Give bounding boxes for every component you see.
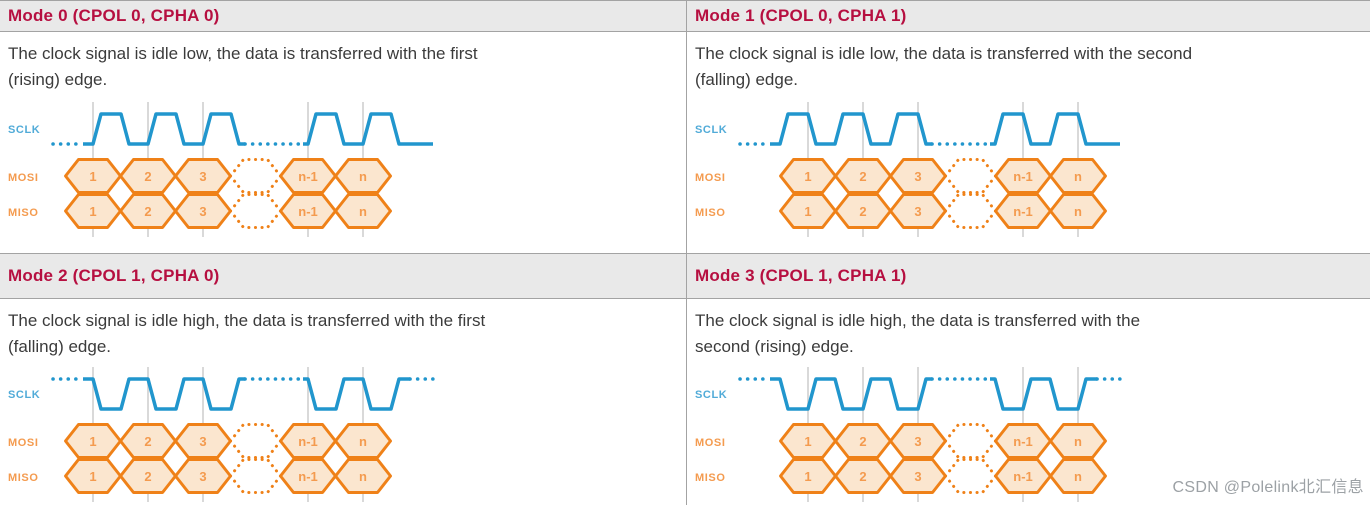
data-frame-label: 2 [859,169,866,184]
mode-3-timing-diagram: 1 2 3 n-1 n 1 2 3 n-1 n SCLK MOSI MISO [687,365,1127,505]
mode-3-cell: Mode 3 (CPOL 1, CPHA 1) The clock signal… [686,253,1370,505]
mosi-label: MOSI [8,437,39,449]
data-frame-label: 1 [804,469,811,484]
data-frame-label: n-1 [1013,469,1033,484]
data-frame-label: 1 [804,434,811,449]
data-frame-label: n-1 [298,469,318,484]
mode-1-header: Mode 1 (CPOL 0, CPHA 1) [687,0,1370,32]
sclk-waveform [990,377,1097,411]
data-frame-label: n-1 [1013,169,1033,184]
sclk-waveform [303,377,410,411]
data-frame-hexagon [1049,193,1107,229]
data-frame-label: n [1074,469,1082,484]
miso-label: MISO [695,472,726,484]
data-frame-break-hexagon [944,458,997,494]
sclk-label: SCLK [8,389,40,401]
data-frame-label: 1 [804,204,811,219]
data-frame-break-hexagon [944,158,997,194]
data-frame-label: 3 [914,204,921,219]
mode-0-timing-diagram: 1 2 3 n-1 n 1 2 3 n-1 n SCLK MOSI MISO [0,100,440,250]
mode-3-header: Mode 3 (CPOL 1, CPHA 1) [687,253,1370,299]
data-frame-label: n [1074,434,1082,449]
data-frame-label: 2 [144,434,151,449]
mosi-label: MOSI [695,172,726,184]
data-frame-label: n-1 [298,204,318,219]
data-frame-break-hexagon [229,423,282,459]
watermark: CSDN @Polelink北汇信息 [1172,479,1364,496]
mode-1-title: Mode 1 (CPOL 0, CPHA 1) [695,6,907,25]
data-frame-label: 3 [914,434,921,449]
data-frame-break-hexagon [229,158,282,194]
mode-0-description: The clock signal is idle low, the data i… [8,44,478,89]
data-frame-label: 1 [89,434,96,449]
mode-3-title: Mode 3 (CPOL 1, CPHA 1) [695,266,907,285]
data-frame-hexagon [1049,423,1107,459]
sclk-waveform [770,112,932,146]
data-frame-label: 3 [199,434,206,449]
data-frame-hexagon [334,458,392,494]
sclk-label: SCLK [695,389,727,401]
sclk-waveform [83,377,245,411]
mode-2-cell: Mode 2 (CPOL 1, CPHA 0) The clock signal… [0,253,686,505]
data-frame-hexagon [334,193,392,229]
mode-2-title: Mode 2 (CPOL 1, CPHA 0) [8,266,220,285]
data-frame-label: n-1 [1013,204,1033,219]
data-frame-label: n [359,169,367,184]
mode-2-timing-diagram: 1 2 3 n-1 n 1 2 3 n-1 n SCLK MOSI MISO [0,365,440,505]
data-frame-hexagon [334,423,392,459]
mode-3-description: The clock signal is idle high, the data … [695,311,1141,356]
mode-2-header: Mode 2 (CPOL 1, CPHA 0) [0,253,686,299]
data-frame-label: n [359,204,367,219]
sclk-waveform [83,112,245,146]
miso-label: MISO [695,207,726,219]
mode-2-description: The clock signal is idle high, the data … [8,311,486,356]
data-frame-hexagon [1049,458,1107,494]
mode-1-cell: Mode 1 (CPOL 0, CPHA 1) The clock signal… [686,0,1370,253]
data-frame-label: 3 [199,469,206,484]
mosi-label: MOSI [8,172,39,184]
mode-1-description: The clock signal is idle low, the data i… [695,44,1193,89]
mode-0-cell: Mode 0 (CPOL 0, CPHA 0) The clock signal… [0,0,686,253]
data-frame-label: 3 [199,169,206,184]
data-frame-label: n [1074,204,1082,219]
data-frame-label: n-1 [298,434,318,449]
mosi-label: MOSI [695,437,726,449]
data-frame-label: 1 [804,169,811,184]
data-frame-hexagon [334,158,392,194]
sclk-waveform [770,377,932,411]
data-frame-label: n [1074,169,1082,184]
data-frame-label: 1 [89,169,96,184]
data-frame-label: 2 [859,434,866,449]
data-frame-break-hexagon [944,423,997,459]
data-frame-label: 2 [144,169,151,184]
data-frame-break-hexagon [944,193,997,229]
data-frame-label: n [359,434,367,449]
mode-0-header: Mode 0 (CPOL 0, CPHA 0) [0,0,686,32]
data-frame-label: 2 [859,469,866,484]
data-frame-label: 3 [199,204,206,219]
data-frame-label: 3 [914,169,921,184]
data-frame-label: 1 [89,469,96,484]
data-frame-label: 2 [144,469,151,484]
data-frame-label: 2 [859,204,866,219]
mode-0-title: Mode 0 (CPOL 0, CPHA 0) [8,6,220,25]
miso-label: MISO [8,207,39,219]
data-frame-label: n-1 [298,169,318,184]
data-frame-label: 2 [144,204,151,219]
sclk-waveform [990,112,1120,146]
data-frame-label: n [359,469,367,484]
data-frame-hexagon [1049,158,1107,194]
mode-1-timing-diagram: 1 2 3 n-1 n 1 2 3 n-1 n SCLK MOSI MISO [687,100,1127,250]
sclk-label: SCLK [695,124,727,136]
data-frame-label: 3 [914,469,921,484]
data-frame-label: 1 [89,204,96,219]
miso-label: MISO [8,472,39,484]
data-frame-break-hexagon [229,193,282,229]
sclk-label: SCLK [8,124,40,136]
sclk-waveform [303,112,433,146]
data-frame-label: n-1 [1013,434,1033,449]
data-frame-break-hexagon [229,458,282,494]
